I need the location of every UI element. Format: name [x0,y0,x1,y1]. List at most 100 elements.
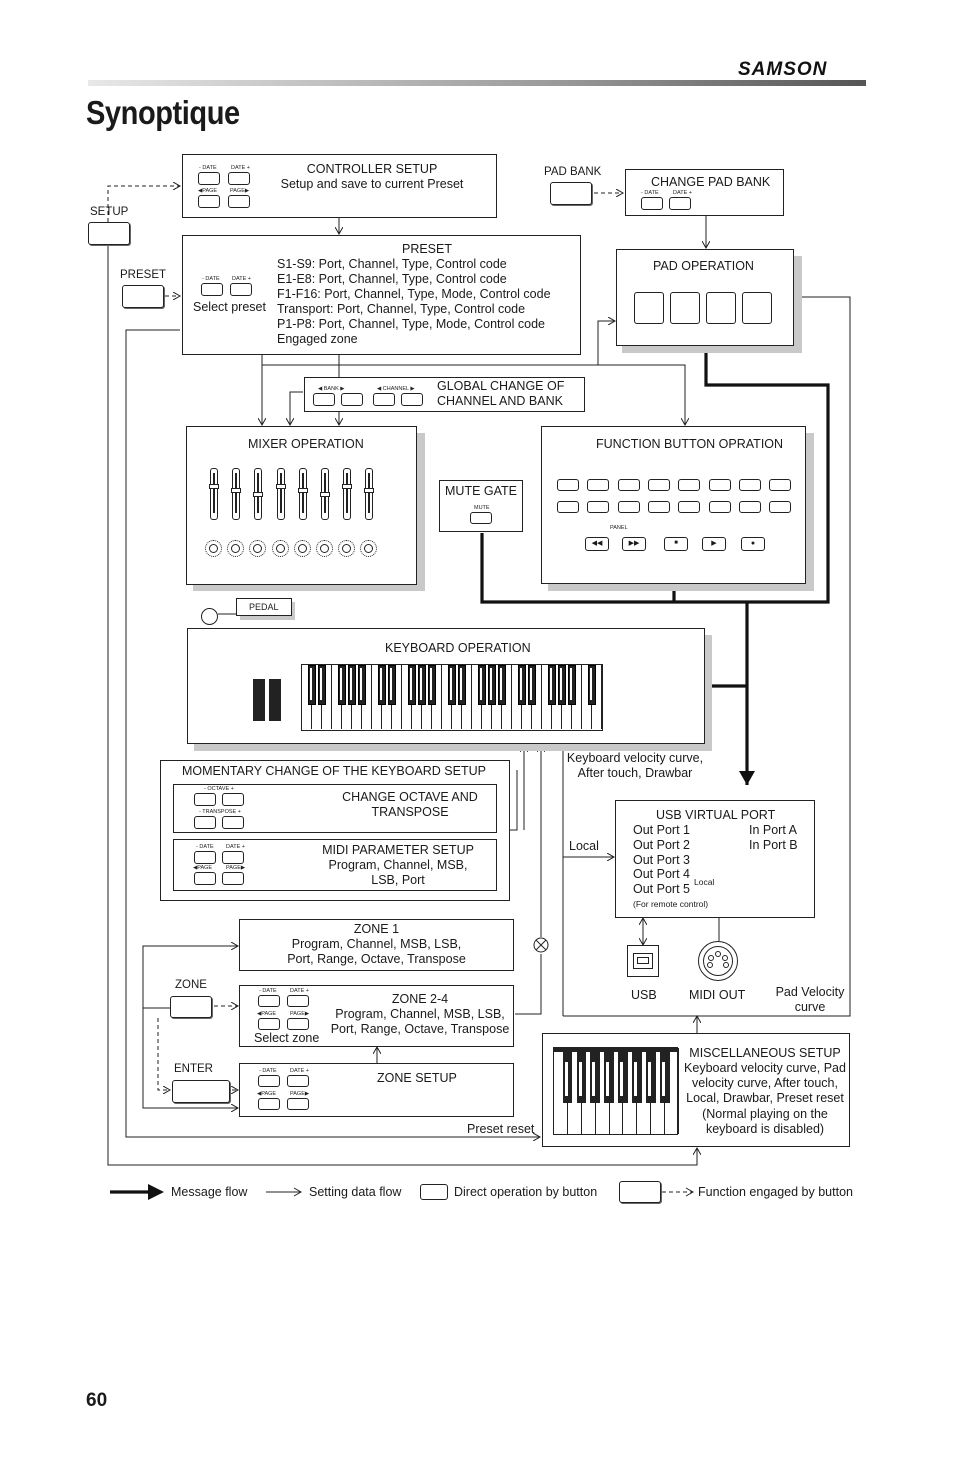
pad-bank-button[interactable] [550,182,592,205]
white-key[interactable] [322,665,332,729]
midi-page-left-button[interactable] [194,872,216,885]
fast-forward-button[interactable]: ▶▶ [622,537,646,551]
record-button[interactable]: ● [741,537,765,551]
fader-knob[interactable] [320,492,330,497]
white-key[interactable] [502,665,512,729]
encoder-knob[interactable] [316,540,333,557]
zone-date-plus-button[interactable] [287,995,309,1007]
function-button[interactable] [678,501,701,513]
white-key[interactable] [572,665,582,729]
function-button[interactable] [769,479,792,491]
white-key[interactable] [362,665,372,729]
preset-button[interactable] [122,285,164,308]
bank-down-button[interactable] [313,393,335,406]
midi-date-minus-button[interactable] [194,851,216,864]
fader-knob[interactable] [253,492,264,497]
white-key[interactable] [392,665,402,729]
function-button[interactable] [617,479,640,491]
preset-date-minus-button[interactable] [201,283,223,296]
enter-button[interactable] [172,1080,230,1103]
pad-3[interactable] [706,292,736,324]
black-key[interactable] [548,665,556,705]
fader-knob[interactable] [342,484,353,489]
function-button[interactable] [738,501,761,513]
transpose-up-button[interactable] [222,816,244,829]
black-key[interactable] [458,665,466,705]
mute-button[interactable] [470,512,492,524]
function-button[interactable] [647,501,670,513]
zone-setup-date-plus-button[interactable] [287,1075,309,1087]
black-key[interactable] [588,665,596,705]
function-button[interactable] [769,501,792,513]
zone-page-right-button[interactable] [287,1018,309,1030]
transpose-down-button[interactable] [194,816,216,829]
white-key[interactable] [532,665,542,729]
black-key[interactable] [388,665,396,705]
white-key[interactable] [462,665,472,729]
encoder-knob[interactable] [338,540,356,557]
function-button[interactable] [678,479,701,491]
function-button[interactable] [647,479,670,491]
white-key[interactable] [432,665,442,729]
mod-wheel[interactable] [269,679,281,721]
octave-up-button[interactable] [222,793,244,806]
fader-knob[interactable] [231,488,242,493]
function-button[interactable] [708,501,731,513]
zone-button[interactable] [170,996,212,1018]
octave-down-button[interactable] [194,793,216,806]
channel-up-button[interactable] [401,393,423,406]
black-key[interactable] [518,665,526,705]
black-key[interactable] [478,665,486,705]
encoder-knob[interactable] [271,540,289,557]
pad-1[interactable] [634,292,664,324]
fader-knob[interactable] [275,484,286,489]
encoder-knob[interactable] [360,540,378,557]
setup-button[interactable] [88,222,130,245]
black-key[interactable] [558,665,566,705]
pad-bank-date-minus-button[interactable] [641,197,663,210]
black-key[interactable] [448,665,456,705]
black-key[interactable] [308,665,316,705]
function-button[interactable] [557,501,579,513]
preset-date-plus-button[interactable] [230,283,252,296]
function-button[interactable] [738,479,761,491]
zone-setup-date-minus-button[interactable] [258,1075,280,1087]
black-key[interactable] [418,665,426,705]
black-key[interactable] [358,665,366,705]
bank-up-button[interactable] [341,393,363,406]
pitch-wheel[interactable] [253,679,265,721]
encoder-knob[interactable] [205,540,222,557]
page-left-button[interactable] [198,195,220,208]
black-key[interactable] [568,665,576,705]
date-minus-button[interactable] [198,172,220,185]
zone-setup-page-right-button[interactable] [287,1098,309,1110]
zone-page-left-button[interactable] [258,1018,280,1030]
black-key[interactable] [378,665,386,705]
black-key[interactable] [528,665,536,705]
black-key[interactable] [348,665,356,705]
channel-down-button[interactable] [373,393,395,406]
function-button[interactable] [557,479,579,491]
pad-4[interactable] [742,292,772,324]
encoder-knob[interactable] [293,540,311,557]
white-key[interactable] [592,665,602,729]
pad-2[interactable] [670,292,700,324]
zone-setup-page-left-button[interactable] [258,1098,280,1110]
fader-knob[interactable] [209,484,219,489]
fader-knob[interactable] [297,488,308,493]
black-key[interactable] [428,665,436,705]
pad-bank-date-plus-button[interactable] [669,197,691,210]
black-key[interactable] [338,665,346,705]
function-button[interactable] [587,479,610,491]
encoder-knob[interactable] [249,540,267,557]
page-right-button[interactable] [228,195,250,208]
function-button[interactable] [617,501,640,513]
midi-date-plus-button[interactable] [222,851,244,864]
encoder-knob[interactable] [227,540,245,557]
black-key[interactable] [498,665,506,705]
play-button[interactable]: ▶ [702,537,726,551]
zone-date-minus-button[interactable] [258,995,280,1007]
fader-knob[interactable] [364,488,375,493]
black-key[interactable] [318,665,326,705]
function-button[interactable] [587,501,610,513]
